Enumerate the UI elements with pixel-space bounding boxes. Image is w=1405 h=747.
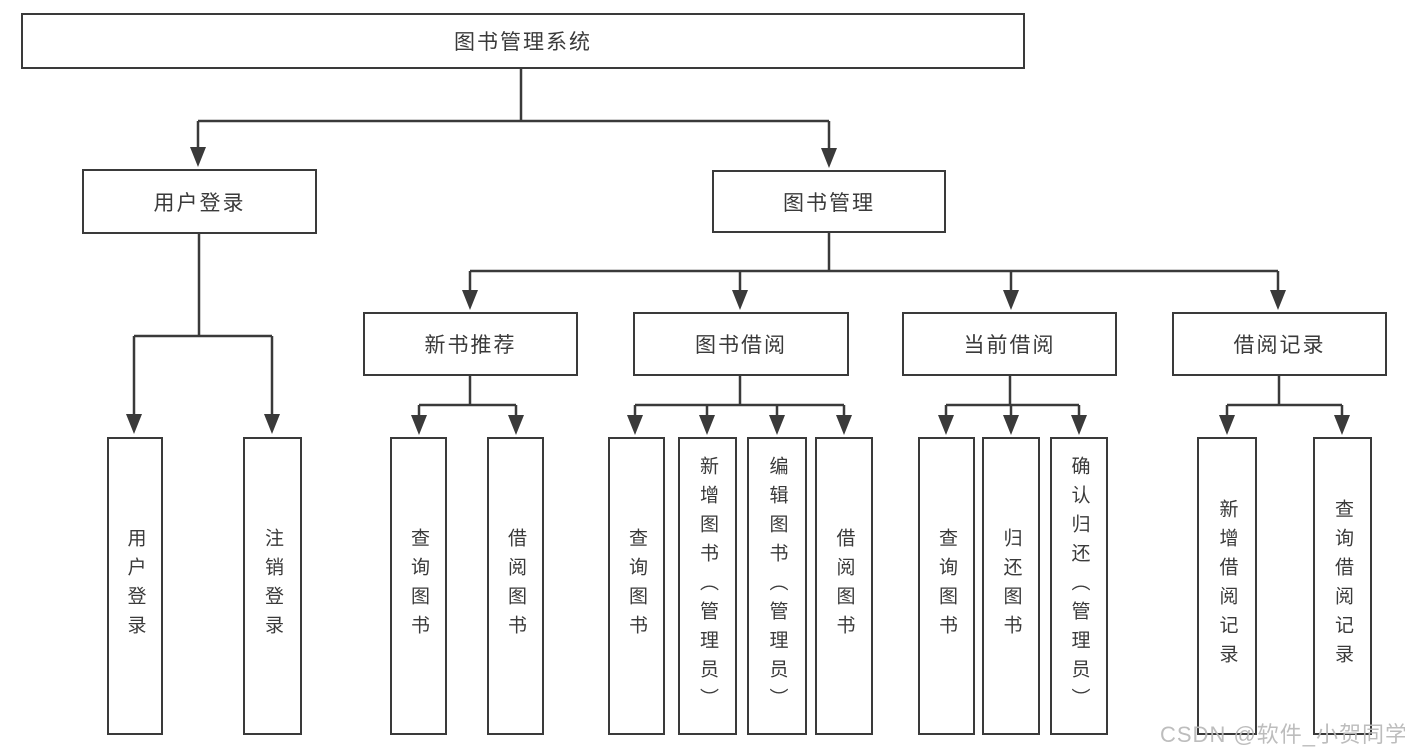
leaf-add-book-admin-label: 新增图书（管理员） [697, 455, 718, 717]
csdn-watermark: CSDN @软件_小贺同学 [1160, 722, 1405, 747]
node-new-book-recommend-label: 新书推荐 [424, 334, 517, 357]
leaf-add-borrow-record-label: 新增借阅记录 [1216, 499, 1238, 673]
node-borrow-records: 借阅记录 [1172, 312, 1387, 376]
node-new-book-recommend: 新书推荐 [363, 312, 578, 376]
node-user-login-label: 用户登录 [153, 191, 246, 215]
node-book-management-label: 图书管理 [783, 191, 875, 215]
leaf-query-books-current-label: 查询图书 [936, 528, 957, 644]
leaf-query-borrow-record: 查询借阅记录 [1313, 437, 1372, 735]
leaf-borrow-books: 借阅图书 [815, 437, 873, 735]
leaf-user-login: 用户登录 [107, 437, 163, 735]
leaf-query-books-current: 查询图书 [918, 437, 975, 735]
leaf-return-books-label: 归还图书 [1000, 528, 1022, 644]
leaf-edit-book-admin-label: 编辑图书（管理员） [766, 455, 788, 717]
leaf-logout-label: 注销登录 [262, 528, 283, 644]
leaf-confirm-return-admin: 确认归还（管理员） [1050, 437, 1108, 735]
leaf-borrow-books-label: 借阅图书 [833, 528, 855, 644]
leaf-borrow-books-recommend-label: 借阅图书 [505, 528, 526, 644]
node-current-borrow: 当前借阅 [902, 312, 1117, 376]
leaf-query-books-borrow: 查询图书 [608, 437, 665, 735]
leaf-borrow-books-recommend: 借阅图书 [487, 437, 544, 735]
node-user-login: 用户登录 [82, 169, 317, 234]
leaf-add-book-admin: 新增图书（管理员） [678, 437, 737, 735]
node-book-borrow: 图书借阅 [633, 312, 849, 376]
node-borrow-records-label: 借阅记录 [1233, 334, 1326, 357]
leaf-query-books-borrow-label: 查询图书 [626, 528, 647, 644]
node-root: 图书管理系统 [21, 13, 1025, 69]
node-current-borrow-label: 当前借阅 [963, 334, 1056, 357]
leaf-query-books-recommend-label: 查询图书 [408, 528, 429, 644]
node-book-management: 图书管理 [712, 170, 946, 233]
leaf-logout: 注销登录 [243, 437, 302, 735]
leaf-confirm-return-admin-label: 确认归还（管理员） [1068, 455, 1090, 717]
leaf-query-borrow-record-label: 查询借阅记录 [1332, 499, 1353, 673]
leaf-return-books: 归还图书 [982, 437, 1040, 735]
node-root-label: 图书管理系统 [454, 31, 592, 54]
leaf-edit-book-admin: 编辑图书（管理员） [747, 437, 807, 735]
leaf-user-login-label: 用户登录 [124, 528, 146, 644]
node-book-borrow-label: 图书借阅 [695, 334, 787, 357]
leaf-query-books-recommend: 查询图书 [390, 437, 447, 735]
leaf-add-borrow-record: 新增借阅记录 [1197, 437, 1257, 735]
